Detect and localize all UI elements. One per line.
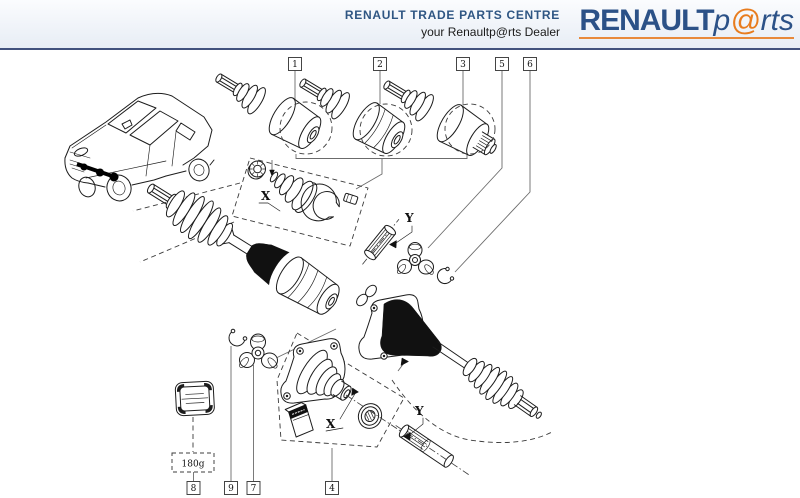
header: RENAULT TRADE PARTS CENTRE your Renaultp… (0, 0, 800, 50)
boot-clip-washer-upper (247, 160, 266, 180)
circlip-upper (436, 266, 455, 285)
kit-selection-circle-3 (444, 103, 496, 155)
driveshaft-right (356, 284, 542, 419)
boot-cone-upper (269, 171, 318, 213)
svg-text:180g: 180g (182, 460, 205, 470)
svg-text:8: 8 (191, 484, 197, 494)
stub-shaft-upper (362, 218, 400, 265)
inboard-joint-kit-2 (299, 78, 406, 155)
kit-selection-circles (279, 101, 496, 157)
callout-box-4[interactable]: 4 (325, 481, 339, 495)
centre-title: RENAULT TRADE PARTS CENTRE (344, 8, 560, 22)
svg-text:3: 3 (460, 60, 466, 70)
label-y-lower: Y (414, 404, 424, 418)
callout-box-5[interactable]: 5 (495, 57, 509, 71)
logo-rts: rts (760, 4, 794, 37)
grease-weight-box: 180g (171, 452, 215, 473)
callout-box-2[interactable]: 2 (373, 57, 387, 71)
grease-sachet-small (284, 402, 314, 438)
tripod-joint-lower (239, 333, 278, 369)
logo-renault: RENAULT (579, 4, 714, 37)
callout-leader-lines (193, 70, 531, 481)
callout-box-8[interactable]: 8 (186, 481, 201, 495)
renaultparts-logo[interactable]: RENAULTp@rts (579, 4, 794, 39)
driveshaft-left (146, 183, 340, 315)
logo-underline (579, 37, 794, 39)
inboard-joint-kit-3 (383, 80, 497, 157)
tripod-joint-upper (397, 242, 434, 275)
boot-clamp-upper (300, 183, 359, 222)
boot-kit-lower: X (276, 332, 555, 448)
svg-text:4: 4 (329, 484, 335, 494)
svg-text:6: 6 (527, 60, 533, 70)
svg-text:5: 5 (499, 60, 505, 70)
label-y-upper: Y (404, 211, 414, 225)
logo-at-icon: @ (730, 4, 761, 37)
dealer-subtitle: your Renaultp@rts Dealer (421, 25, 560, 39)
stub-shaft-lower (395, 424, 471, 477)
grease-sachet (174, 380, 215, 417)
outboard-joint-kit-1 (215, 73, 322, 150)
label-x-lower: X (326, 417, 336, 431)
label-x-upper: X (261, 189, 271, 203)
callout-box-1[interactable]: 1 (288, 57, 302, 71)
trade-parts-centre-text: RENAULT TRADE PARTS CENTRE your Renaultp… (345, 8, 560, 39)
selection-bracket (295, 154, 468, 159)
kit-selection-circle-2 (359, 103, 413, 157)
parts-diagram-svg: X (64, 57, 555, 495)
callout-box-7[interactable]: 7 (246, 481, 261, 495)
callout-box-3[interactable]: 3 (456, 57, 470, 71)
circlip-lower (228, 328, 248, 347)
svg-text:9: 9 (228, 484, 234, 494)
kit-selection-circle-1 (279, 101, 333, 155)
callout-box-9[interactable]: 9 (224, 481, 238, 495)
svg-text:1: 1 (292, 60, 298, 70)
logo-p: p (713, 4, 731, 37)
bearing-ring (357, 403, 383, 429)
svg-text:7: 7 (251, 484, 257, 494)
callout-box-6[interactable]: 6 (523, 57, 537, 71)
car-illustration (64, 92, 215, 202)
boot-cone-lower (296, 349, 352, 401)
diagram-stage: X (0, 50, 800, 498)
svg-text:2: 2 (377, 60, 383, 70)
